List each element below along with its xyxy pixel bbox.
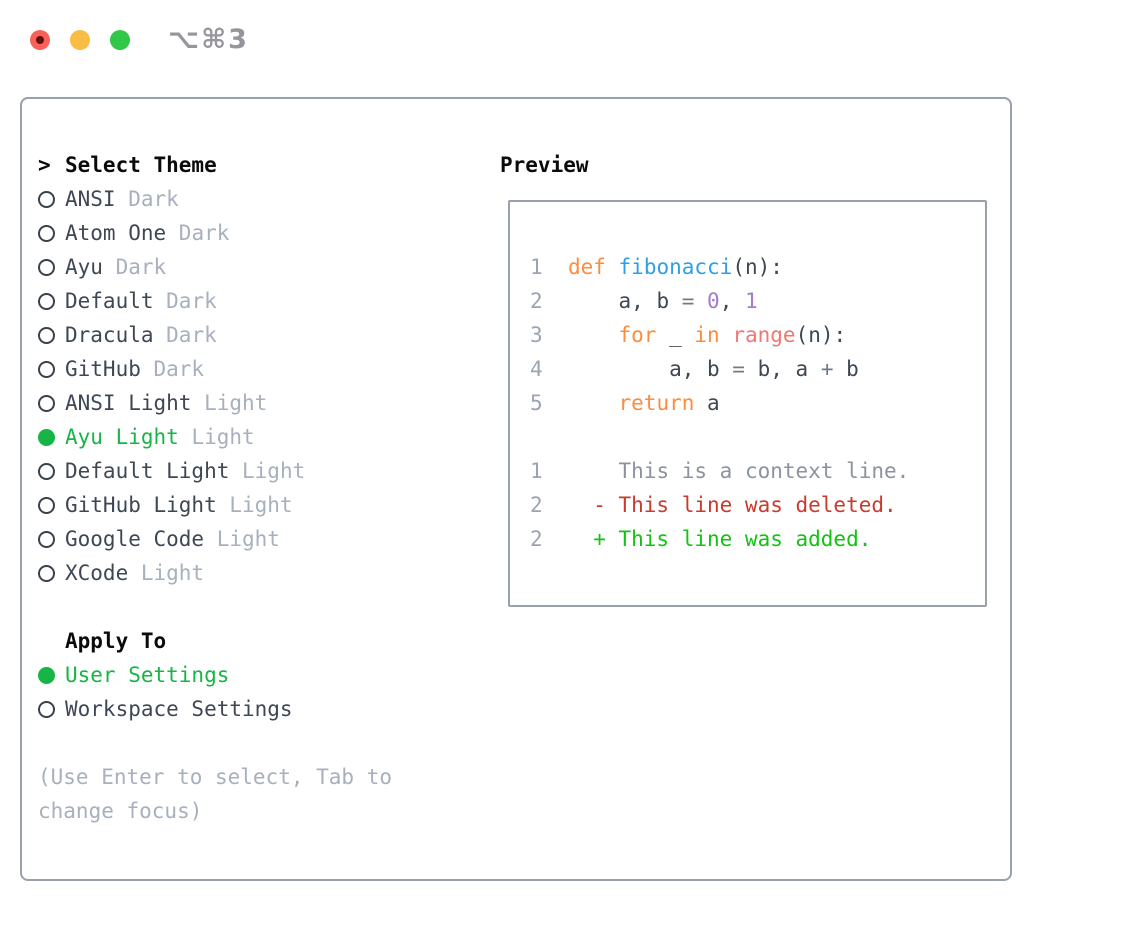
radio-icon bbox=[38, 224, 55, 242]
theme-variant-label: Light bbox=[128, 561, 205, 585]
radio-icon bbox=[38, 462, 55, 480]
theme-item-label: Atom One bbox=[65, 221, 167, 245]
preview-pane: 1 def fibonacci(n): 2 a, b = 0, 1 3 for _ … bbox=[508, 200, 987, 607]
theme-item-label: Default bbox=[65, 289, 154, 313]
radio-icon bbox=[38, 360, 55, 378]
help-text: (Use Enter to select, Tab to change focu… bbox=[38, 765, 393, 823]
radio-selected-icon bbox=[38, 428, 55, 446]
code-line: 2 + This line was added. bbox=[530, 527, 872, 551]
theme-item-default-light[interactable]: Default Light Light bbox=[38, 454, 478, 488]
code-line: 1 def fibonacci(n): bbox=[530, 255, 783, 279]
theme-variant-label: Dark bbox=[153, 289, 217, 313]
theme-variant-label: Light bbox=[204, 527, 280, 551]
titlebar: ⌥⌘3 bbox=[0, 0, 1140, 97]
apply-option-label: User Settings bbox=[65, 663, 230, 687]
code-line: 4 a, b = b, a + b bbox=[530, 357, 859, 381]
theme-item-label: GitHub bbox=[65, 357, 141, 381]
radio-icon bbox=[38, 190, 55, 208]
window-title: ⌥⌘3 bbox=[168, 24, 249, 55]
zoom-button[interactable] bbox=[110, 30, 130, 50]
theme-item-label: Google Code bbox=[65, 527, 205, 551]
radio-icon bbox=[38, 258, 55, 276]
theme-item-label: ANSI Light bbox=[65, 391, 192, 415]
radio-icon bbox=[38, 496, 55, 514]
theme-variant-label: Dark bbox=[115, 187, 179, 211]
theme-item-label: Ayu bbox=[65, 255, 103, 279]
close-button[interactable] bbox=[30, 30, 50, 50]
theme-variant-label: Dark bbox=[153, 323, 217, 347]
theme-variant-label: Dark bbox=[102, 255, 167, 279]
theme-item-ayu-light[interactable]: Ayu Light Light bbox=[38, 420, 478, 454]
theme-item-label: ANSI bbox=[65, 187, 116, 211]
radio-icon bbox=[38, 700, 55, 718]
radio-icon bbox=[38, 394, 55, 412]
prompt-icon: > bbox=[38, 153, 51, 177]
theme-item-label: XCode bbox=[65, 561, 129, 585]
theme-item-ansi-light[interactable]: ANSI Light Light bbox=[38, 386, 478, 420]
code-line: 2 a, b = 0, 1 bbox=[530, 289, 758, 313]
apply-option-user-settings[interactable]: User Settings bbox=[38, 658, 478, 692]
apply-option-workspace-settings[interactable]: Workspace Settings bbox=[38, 692, 478, 726]
spacer bbox=[38, 726, 478, 760]
code-preview: 1 def fibonacci(n): 2 a, b = 0, 1 3 for _ … bbox=[510, 202, 985, 556]
unsaved-dot-icon bbox=[36, 36, 44, 44]
theme-item-github[interactable]: GitHub Dark bbox=[38, 352, 478, 386]
apply-to-header: Apply To bbox=[65, 629, 167, 653]
radio-selected-icon bbox=[38, 666, 55, 684]
theme-item-dracula[interactable]: Dracula Dark bbox=[38, 318, 478, 352]
theme-variant-label: Light bbox=[191, 391, 268, 415]
theme-item-atom-one[interactable]: Atom One Dark bbox=[38, 216, 478, 250]
theme-variant-label: Light bbox=[229, 459, 306, 483]
preview-header: Preview bbox=[500, 153, 589, 177]
spacer bbox=[38, 590, 478, 624]
code-line bbox=[530, 420, 985, 454]
theme-variant-label: Dark bbox=[166, 221, 230, 245]
theme-item-ayu[interactable]: Ayu Dark bbox=[38, 250, 478, 284]
apply-to-header-row: Apply To bbox=[38, 624, 478, 658]
theme-variant-label: Dark bbox=[140, 357, 205, 381]
radio-icon bbox=[38, 292, 55, 310]
theme-item-default[interactable]: Default Dark bbox=[38, 284, 478, 318]
radio-icon bbox=[38, 564, 55, 582]
theme-item-google-code[interactable]: Google Code Light bbox=[38, 522, 478, 556]
minimize-button[interactable] bbox=[70, 30, 90, 50]
theme-item-label: Default Light bbox=[65, 459, 230, 483]
theme-item-label: GitHub Light bbox=[65, 493, 217, 517]
theme-variant-label: Light bbox=[216, 493, 293, 517]
code-line: 1 This is a context line. bbox=[530, 459, 910, 483]
select-theme-header-row: > Select Theme bbox=[38, 148, 478, 182]
theme-variant-label: Light bbox=[178, 425, 255, 449]
theme-item-label: Dracula bbox=[65, 323, 154, 347]
apply-option-label: Workspace Settings bbox=[65, 697, 293, 721]
code-line: 2 - This line was deleted. bbox=[530, 493, 897, 517]
radio-icon bbox=[38, 326, 55, 344]
theme-item-label: Ayu Light bbox=[65, 425, 179, 449]
code-line: 5 return a bbox=[530, 391, 720, 415]
code-line: 3 for _ in range(n): bbox=[530, 323, 847, 347]
theme-item-ansi[interactable]: ANSI Dark bbox=[38, 182, 478, 216]
radio-icon bbox=[38, 530, 55, 548]
theme-item-github-light[interactable]: GitHub Light Light bbox=[38, 488, 478, 522]
select-theme-header: Select Theme bbox=[65, 153, 217, 177]
theme-item-xcode[interactable]: XCode Light bbox=[38, 556, 478, 590]
